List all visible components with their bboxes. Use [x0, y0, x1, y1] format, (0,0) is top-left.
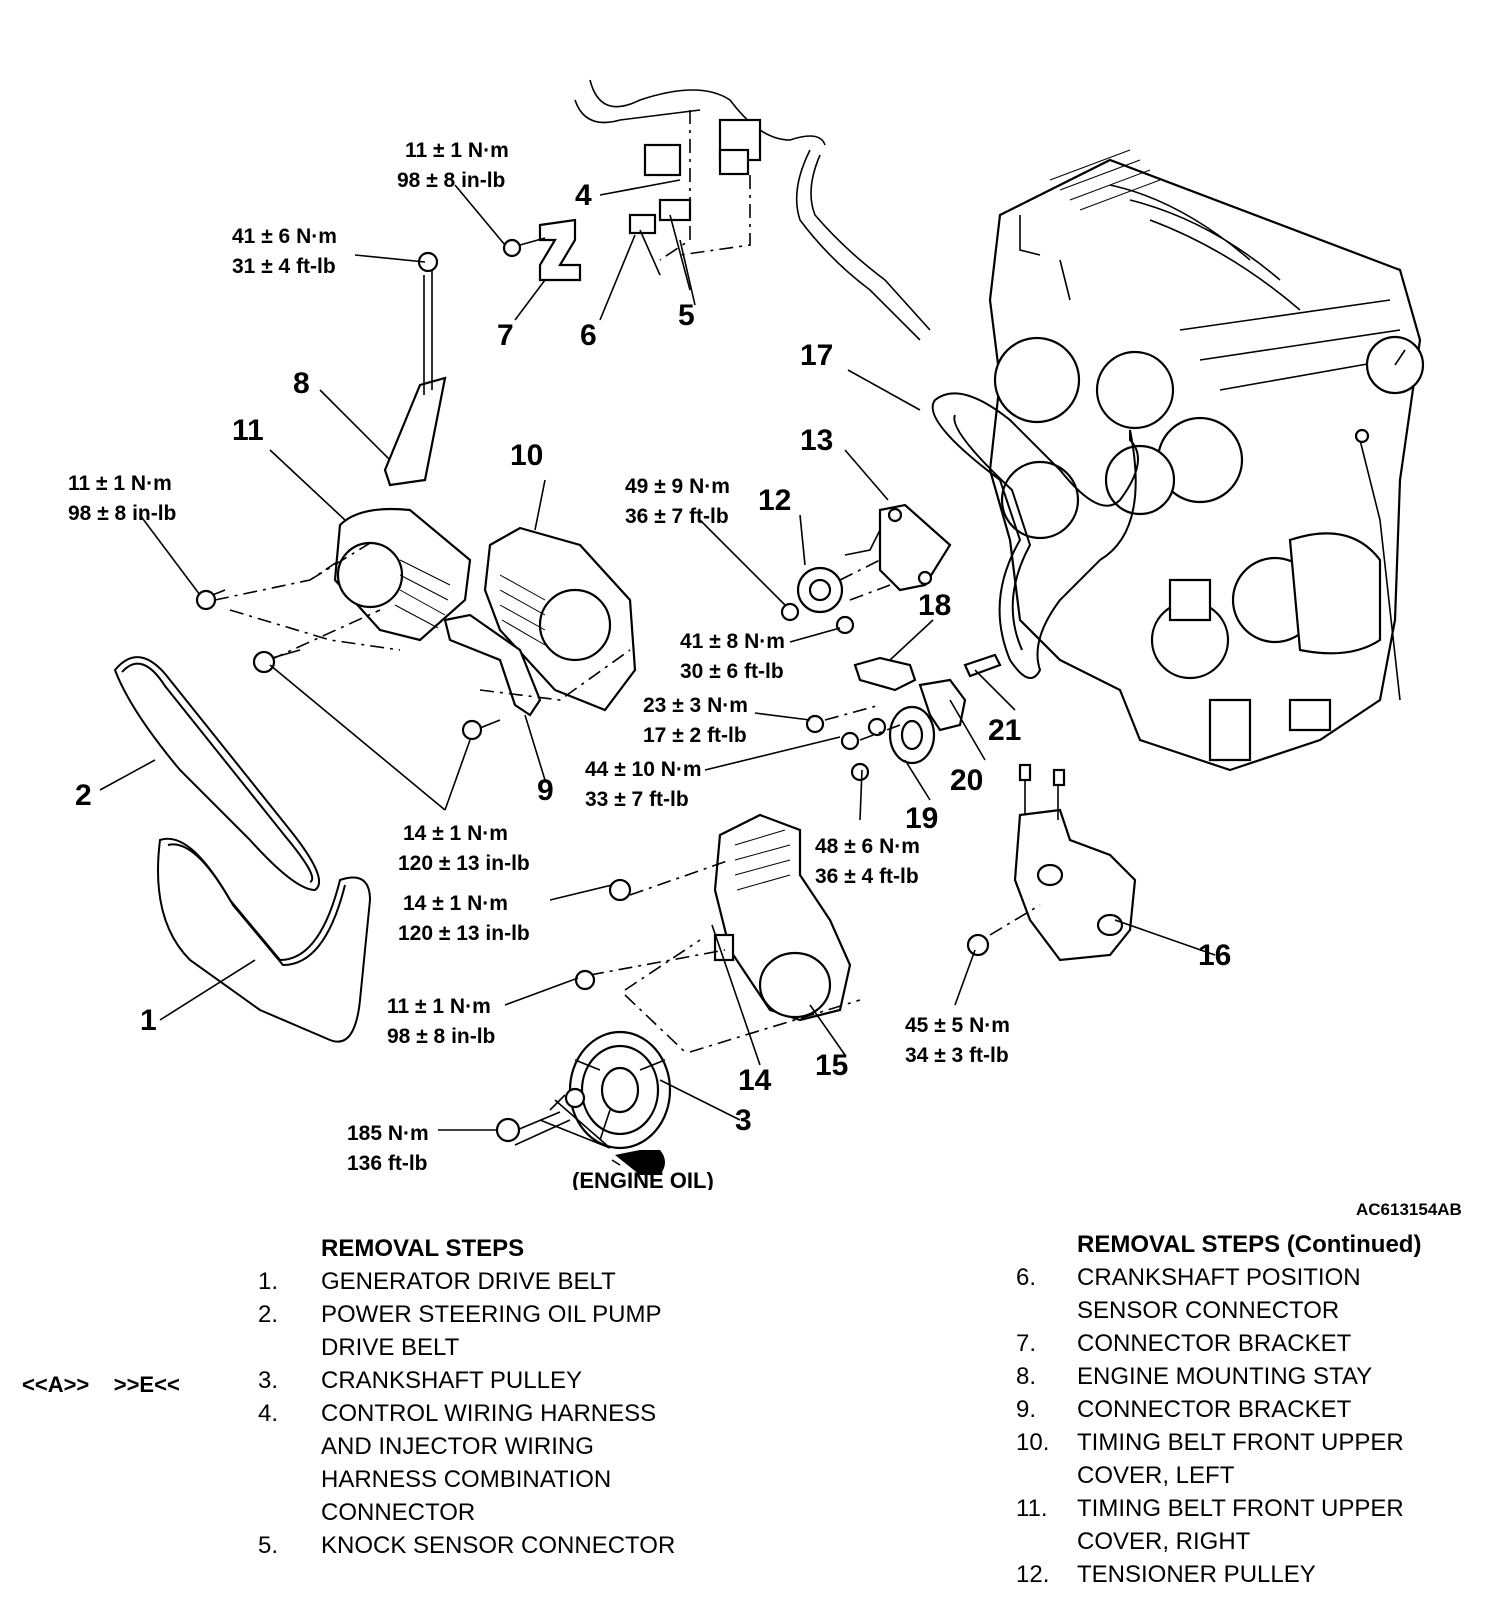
step-text: GENERATOR DRIVE BELT [321, 1268, 616, 1295]
engine-block [988, 149, 1425, 772]
step-text: CONNECTOR BRACKET [1077, 1330, 1352, 1357]
step-number: 7. [1016, 1330, 1037, 1357]
callout-11: 11 [232, 414, 264, 447]
removal-steps-heading: REMOVAL STEPS [321, 1235, 525, 1262]
step-number: 9. [1016, 1396, 1037, 1423]
step-text: ENGINE MOUNTING STAY [1077, 1363, 1373, 1390]
torque-23: 23 ± 3 N·m 17 ± 2 ft-lb [643, 694, 754, 747]
step-number: 1. [258, 1268, 279, 1295]
step-text: TIMING BELT FRONT UPPER COVER, LEFT [1077, 1429, 1404, 1489]
step-text: CRANKSHAFT PULLEY [321, 1367, 582, 1394]
engine-mount-bracket [966, 763, 1137, 962]
removal-steps-continued-heading: REMOVAL STEPS (Continued) [1077, 1231, 1422, 1258]
step-text: CRANKSHAFT POSITION SENSOR CONNECTOR [1077, 1264, 1361, 1324]
tensioner-bracket [844, 503, 952, 592]
callout-20: 20 [950, 764, 983, 797]
bolt-21 [963, 653, 1002, 678]
step-number: 8. [1016, 1363, 1037, 1390]
callout-19: 19 [905, 802, 938, 835]
callout-2: 2 [75, 779, 92, 812]
connector-bracket-7 [538, 218, 582, 282]
torque-14a: 14 ± 1 N·m 120 ± 13 in-lb [398, 822, 530, 875]
torque-bracket-41: 41 ± 8 N·m 30 ± 6 ft-lb [680, 630, 791, 683]
oil-can-icon [611, 1150, 665, 1175]
callout-5: 5 [678, 299, 695, 332]
torque-45: 45 ± 5 N·m 34 ± 3 ft-lb [905, 1014, 1016, 1067]
figure-id: AC613154AB [1356, 1200, 1462, 1219]
step-text: POWER STEERING OIL PUMP DRIVE BELT [321, 1301, 662, 1361]
exploded-view-diagram: 1 2 3 4 5 6 7 8 9 10 11 12 13 14 15 16 1… [68, 79, 1425, 1190]
torque-48: 48 ± 6 N·m 36 ± 4 ft-lb [815, 835, 926, 888]
step3-flags: <<A>> >>E<< [22, 1372, 180, 1397]
bracket-18 [853, 656, 917, 692]
step-text: CONTROL WIRING HARNESS AND INJECTOR WIRI… [321, 1400, 657, 1526]
engine-oil-label: (ENGINE OIL) [572, 1168, 714, 1190]
step-number: 11. [1016, 1495, 1048, 1522]
engine-mounting-stay [383, 376, 447, 487]
step-text: KNOCK SENSOR CONNECTOR [321, 1532, 676, 1559]
torque-11-lower: 11 ± 1 N·m 98 ± 8 in-lb [387, 995, 497, 1048]
torque-185: 185 N·m 136 ft-lb [347, 1122, 435, 1175]
step-text: TIMING BELT FRONT UPPER COVER, RIGHT [1077, 1495, 1404, 1555]
step-number: 10. [1016, 1429, 1050, 1456]
callout-3: 3 [735, 1104, 752, 1137]
callout-6: 6 [580, 319, 597, 352]
timing-cover-upper-left [483, 526, 637, 712]
leader-lines [99, 179, 1216, 1131]
tensioner-arm [918, 678, 967, 732]
power-steering-belt [113, 656, 320, 892]
crankshaft-pulley [568, 1030, 672, 1150]
step-number: 4. [258, 1400, 279, 1427]
callout-15: 15 [815, 1049, 848, 1082]
connector-bracket-9 [443, 613, 542, 717]
callout-16: 16 [1198, 939, 1231, 972]
timing-belt [931, 392, 1139, 679]
callout-13: 13 [800, 424, 833, 457]
callout-4: 4 [575, 179, 592, 212]
torque-upper-cover: 11 ± 1 N·m 98 ± 8 in-lb [68, 472, 178, 525]
callout-17: 17 [800, 339, 833, 372]
callout-8: 8 [293, 367, 310, 400]
callout-12: 12 [758, 484, 791, 517]
torque-14b: 14 ± 1 N·m 120 ± 13 in-lb [398, 892, 530, 945]
torque-tensioner-pulley: 49 ± 9 N·m 36 ± 7 ft-lb [625, 475, 736, 528]
step-text: TENSIONER PULLEY [1077, 1561, 1316, 1588]
callout-7: 7 [497, 319, 514, 352]
step-number: 2. [258, 1301, 279, 1328]
callout-21: 21 [988, 714, 1021, 747]
step-number: 6. [1016, 1264, 1037, 1291]
callout-1: 1 [140, 1004, 157, 1037]
callout-18: 18 [918, 589, 951, 622]
step-text: CONNECTOR BRACKET [1077, 1396, 1352, 1423]
torque-44: 44 ± 10 N·m 33 ± 7 ft-lb [585, 758, 707, 811]
timing-cover-upper-right [333, 507, 472, 642]
timing-cover-lower [713, 813, 852, 1022]
wiring-harness [574, 79, 931, 341]
torque-mount-stay: 41 ± 6 N·m 31 ± 4 ft-lb [232, 225, 343, 278]
step-number: 12. [1016, 1561, 1050, 1588]
torque-connector-bracket: 11 ± 1 N·m 98 ± 8 in-lb [397, 139, 515, 192]
callout-9: 9 [537, 774, 554, 807]
generator-belt [157, 837, 372, 1043]
callout-10: 10 [510, 439, 543, 472]
step-number: 3. [258, 1367, 279, 1394]
callout-14: 14 [738, 1064, 772, 1097]
step-number: 5. [258, 1532, 279, 1559]
